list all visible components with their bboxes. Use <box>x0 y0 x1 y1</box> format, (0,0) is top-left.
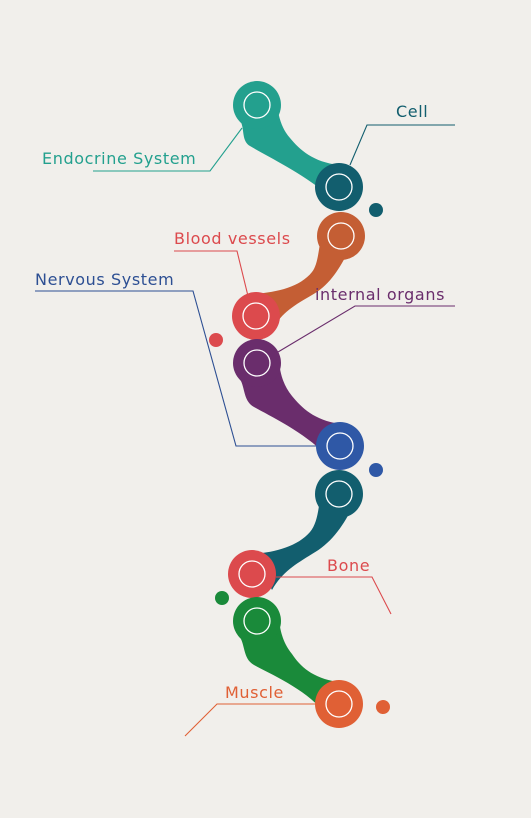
node-green <box>233 597 281 645</box>
dot-blood <box>209 333 223 347</box>
leader-bone <box>276 576 392 615</box>
dot-nervous <box>369 463 383 477</box>
dot-bone <box>215 591 229 605</box>
label-nervous: Nervous System <box>35 270 174 289</box>
node-blood <box>232 292 280 340</box>
label-organs: internal organs <box>315 285 445 304</box>
leader-blood <box>174 250 249 297</box>
node-copper-ring <box>327 222 355 250</box>
node-muscle-ring <box>325 690 353 718</box>
leader-organs <box>277 305 455 353</box>
node-nervous-ring <box>326 432 354 460</box>
leader-nervous <box>35 290 316 447</box>
node-cell <box>315 163 363 211</box>
node-bone-ring <box>238 560 266 588</box>
leader-muscle <box>184 703 315 737</box>
leader-cell <box>349 124 455 166</box>
node-organs <box>233 339 281 387</box>
label-bone: Bone <box>327 556 370 575</box>
node-blood-ring <box>242 302 270 330</box>
label-cell: Cell <box>396 102 428 121</box>
label-muscle: Muscle <box>225 683 284 702</box>
node-cell-ring <box>325 173 353 201</box>
node-green-ring <box>243 607 271 635</box>
node-muscle <box>315 680 363 728</box>
label-blood: Blood vessels <box>174 229 291 248</box>
dot-muscle <box>376 700 390 714</box>
node-endocrine <box>233 81 281 129</box>
leader-endocrine <box>93 127 243 172</box>
node-nervous <box>316 422 364 470</box>
node-organs-ring <box>243 349 271 377</box>
dot-cell <box>369 203 383 217</box>
node-copper <box>317 212 365 260</box>
label-endocrine: Endocrine System <box>42 149 196 168</box>
node-endocrine-ring <box>243 91 271 119</box>
node-darkteal-ring <box>325 480 353 508</box>
node-bone <box>228 550 276 598</box>
node-darkteal <box>315 470 363 518</box>
